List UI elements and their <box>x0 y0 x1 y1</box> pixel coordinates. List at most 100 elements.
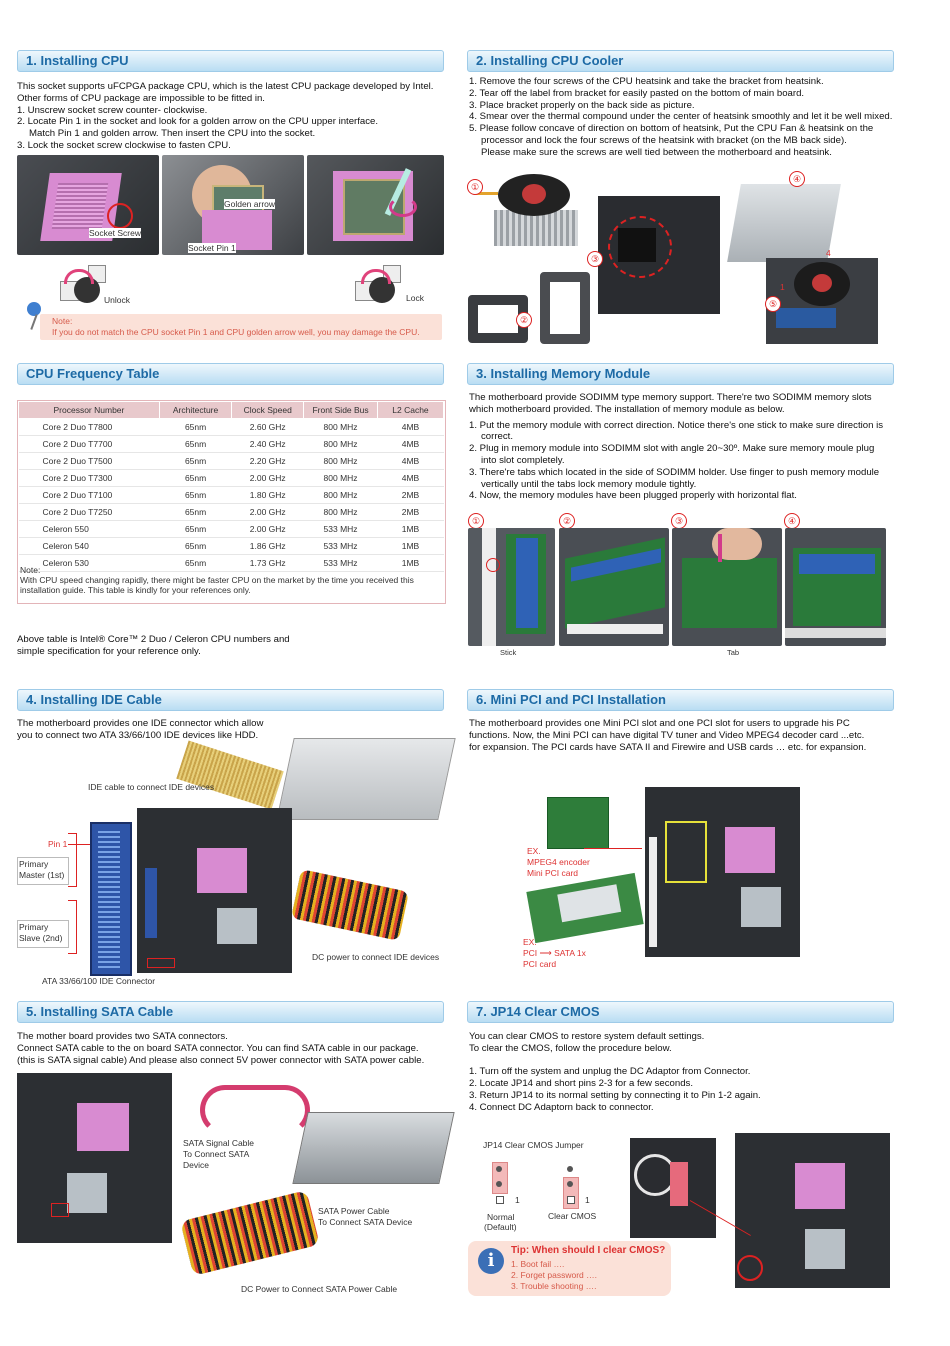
text-line: 4. Smear over the thermal compound under… <box>469 111 893 123</box>
text-line: you to connect two ATA 33/66/100 IDE dev… <box>17 729 259 741</box>
table-cell: 533 MHz <box>303 554 378 572</box>
column-header: L2 Cache <box>376 401 445 419</box>
section-title: 5. Installing SATA Cable <box>26 1004 174 1019</box>
memory-step2-photo <box>559 528 669 646</box>
jumper-title: JP14 Clear CMOS Jumper <box>483 1140 584 1150</box>
step-marker: ② <box>559 513 575 529</box>
sata-signal-label: To Connect SATA <box>183 1149 250 1159</box>
section-header-memory: 3. Installing Memory Module <box>467 363 894 385</box>
cmos-tip-box <box>468 1241 671 1296</box>
dc-power-cable-image <box>291 869 409 941</box>
pin1-label: Pin 1 <box>48 839 68 849</box>
step-marker: ③ <box>587 251 603 267</box>
table-cell: 1MB <box>377 520 444 538</box>
lock-label: Lock <box>406 293 424 303</box>
step-marker: ④ <box>789 171 805 187</box>
table-cell: 800 MHz <box>303 486 378 504</box>
table-cell: 1.73 GHz <box>231 554 304 572</box>
motherboard-pci-image <box>645 787 800 957</box>
text-line: The motherboard provide SODIMM type memo… <box>469 392 872 403</box>
sata-power-label: To Connect SATA Device <box>318 1217 413 1227</box>
primary-master-box <box>17 857 69 885</box>
text-line: The motherboard provides one Mini PCI sl… <box>469 718 850 729</box>
golden-arrow-label: Golden arrow <box>224 199 276 209</box>
primary-slave-box <box>17 920 69 948</box>
text-line: 2. Tear off the label from bracket for e… <box>469 87 805 99</box>
pin-one-label: 1 <box>515 1195 520 1205</box>
table-cell: 2.00 GHz <box>231 520 304 538</box>
text-line: for expansion. The PCI cards have SATA I… <box>469 741 867 753</box>
pci-example-label: PCI card <box>523 959 557 969</box>
column-header: Front Side Bus <box>303 401 378 419</box>
motherboard-cmos-image <box>735 1133 890 1288</box>
heatsink-top-image <box>727 184 841 262</box>
step-marker: ① <box>468 513 484 529</box>
socket-screw-label: Socket Screw <box>89 228 141 238</box>
memory-step4-photo <box>785 528 886 646</box>
cpu-note-text: If you do not match the CPU socket Pin 1… <box>52 327 420 337</box>
text-line: (this is SATA signal cable) And please a… <box>17 1054 425 1066</box>
table-cell: 1MB <box>377 537 444 555</box>
text-line: This socket supports uFCPGA package CPU,… <box>17 81 434 92</box>
slave-bracket <box>68 900 77 954</box>
lock-icon <box>355 265 401 305</box>
table-cell: 533 MHz <box>303 520 378 538</box>
column-header: Architecture <box>158 401 233 419</box>
text-line: Match Pin 1 and golden arrow. Then inser… <box>29 128 316 140</box>
sata-text: The mother board provides two SATA conne… <box>17 1031 457 1066</box>
section-header-ide: 4. Installing IDE Cable <box>17 689 444 711</box>
text-line: Please make sure the screws are well tie… <box>481 146 832 158</box>
table-cell: 533 MHz <box>303 537 378 555</box>
tip-title: Tip: When should I clear CMOS? <box>511 1245 666 1256</box>
table-cell: Celeron 530 <box>18 554 160 572</box>
text-line: 1. Unscrew socket screw counter- clockwi… <box>17 104 208 116</box>
unlock-icon <box>60 265 106 305</box>
section-header-mini-pci: 6. Mini PCI and PCI Installation <box>467 689 894 711</box>
table-cell: 65nm <box>159 435 232 453</box>
clear-cmos-text: You can clear CMOS to restore system def… <box>469 1031 939 1114</box>
motherboard-ide-image <box>137 808 292 973</box>
cpu-frequency-table: Processor Number Architecture Clock Spee… <box>18 401 445 572</box>
pci-card-image <box>526 872 644 944</box>
text-line: 2. Locate JP14 and short pins 2-3 for a … <box>469 1078 693 1090</box>
ata-connector-label: ATA 33/66/100 IDE Connector <box>42 976 156 986</box>
section-header-cpu-cooler: 2. Installing CPU Cooler <box>467 50 894 72</box>
table-cell: 65nm <box>159 503 232 521</box>
step-marker: ⑤ <box>765 296 781 312</box>
text-line: simple specification for your reference … <box>17 645 201 657</box>
text-line: 1. Turn off the system and unplug the DC… <box>469 1066 751 1078</box>
text-line: 3. Lock the socket screw clockwise to fa… <box>17 139 231 151</box>
text-line: Above table is Intel® Core™ 2 Duo / Cele… <box>17 634 290 645</box>
heatsink-fan-image <box>474 172 584 250</box>
mini-pci-pointer <box>584 848 642 849</box>
table-cell: 2.00 GHz <box>231 469 304 487</box>
ide-connector-image <box>90 822 132 976</box>
table-cell: Core 2 Duo T7250 <box>18 503 160 521</box>
text-line: 4. Connect DC Adaptorn back to connector… <box>469 1101 654 1113</box>
ide-cable-label: IDE cable to connect IDE devices <box>88 782 215 792</box>
table-cell: 65nm <box>159 537 232 555</box>
text-line: The motherboard provides one IDE connect… <box>17 718 264 729</box>
sata-power-label: SATA Power Cable <box>318 1206 390 1216</box>
text-line: 3. Return JP14 to its normal setting by … <box>469 1089 761 1101</box>
section-title: 3. Installing Memory Module <box>476 366 651 381</box>
arrow-label: 4 <box>826 248 831 258</box>
step-marker: ① <box>467 179 483 195</box>
text-line: functions. Now, the Mini PCI can have di… <box>469 729 865 741</box>
section-header-cpu-frequency: CPU Frequency Table <box>17 363 444 385</box>
cpu-locked-photo <box>307 155 444 255</box>
tab-label: Tab <box>727 648 740 657</box>
text-line: which motherboard provided. The installa… <box>469 403 785 415</box>
hard-drive-image <box>292 1112 455 1184</box>
pin1-pointer <box>68 844 90 845</box>
unlock-label: Unlock <box>104 295 130 305</box>
table-cell: 4MB <box>377 418 444 436</box>
memory-step1-photo <box>468 528 555 646</box>
primary-master-label: Primary <box>19 859 49 869</box>
table-cell: 65nm <box>159 520 232 538</box>
jumper-closeup-image <box>630 1138 716 1238</box>
